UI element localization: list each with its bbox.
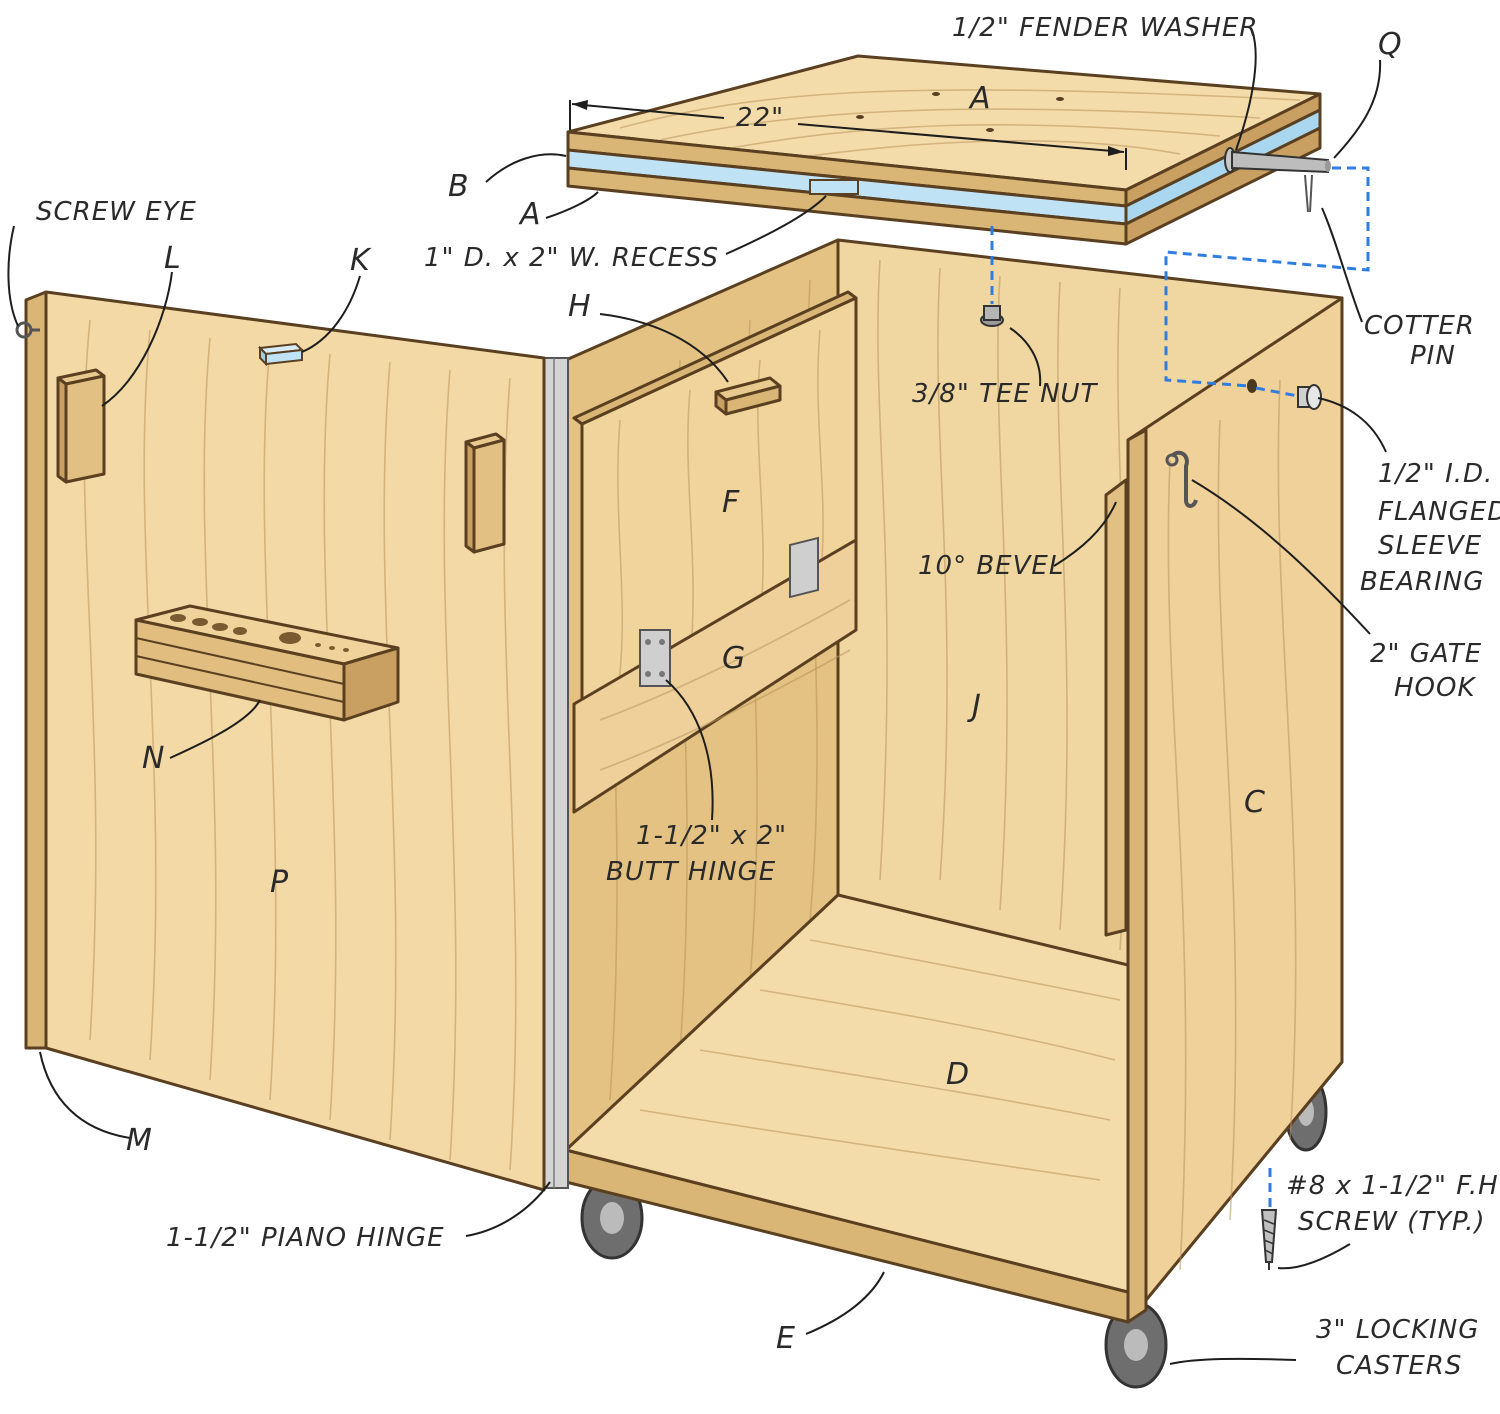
label-g: G: [722, 641, 746, 676]
label-bevel: 10° BEVEL: [918, 551, 1064, 581]
label-screw-eye: SCREW EYE: [36, 197, 197, 227]
label-e: E: [776, 1321, 796, 1356]
pivot-pin-q-icon: [1224, 147, 1331, 174]
flanged-bearing-icon: [1247, 379, 1322, 410]
gate-hook-icon: [1165, 450, 1198, 508]
label-cotter-pin-1: COTTER: [1364, 311, 1475, 341]
label-k: K: [350, 243, 372, 278]
label-d: D: [946, 1057, 970, 1092]
block-l: [56, 368, 106, 484]
label-dim-22: 22": [736, 103, 784, 133]
caster-front-right: [1104, 1301, 1168, 1389]
label-bearing-4: BEARING: [1360, 567, 1484, 597]
screw-eye-icon: [15, 321, 40, 339]
dimension-22: [569, 100, 1127, 170]
stop-block-h: [714, 376, 782, 416]
label-recess: 1" D. x 2" W. RECESS: [424, 243, 719, 273]
label-q: Q: [1378, 27, 1403, 62]
fold-panel-g: [572, 538, 858, 814]
tee-nut-icon: [980, 305, 1004, 327]
label-casters-1: 3" LOCKING: [1316, 1315, 1479, 1345]
label-tee-nut: 3/8" TEE NUT: [912, 379, 1099, 409]
label-bearing-2: FLANGED: [1378, 497, 1500, 527]
label-fh-screw-2: SCREW (TYP.): [1298, 1207, 1486, 1237]
alignment-lines: [990, 166, 1370, 1208]
door-edge-m: [24, 290, 48, 1050]
tool-holder-n: [134, 604, 400, 722]
label-butt-hinge-1: 1-1/2" x 2": [636, 821, 787, 851]
label-gate-hook-2: HOOK: [1394, 673, 1476, 703]
label-l: L: [164, 241, 182, 276]
label-a-top: A: [968, 81, 992, 116]
block-l-right: [464, 432, 506, 554]
butt-hinge-lower-icon: [639, 629, 671, 687]
label-butt-hinge-2: BUTT HINGE: [606, 857, 776, 887]
label-m: M: [126, 1123, 153, 1158]
label-casters-2: CASTERS: [1336, 1351, 1462, 1381]
label-p: P: [270, 865, 289, 900]
label-bearing-3: SLEEVE: [1378, 531, 1482, 561]
butt-hinge-upper-icon: [789, 536, 819, 599]
label-n: N: [142, 741, 165, 776]
block-k: [257, 342, 305, 367]
label-cotter-pin-2: PIN: [1410, 341, 1456, 371]
label-f: F: [722, 485, 740, 520]
fh-screw-icon: [1260, 1209, 1278, 1270]
label-b: B: [448, 169, 470, 204]
cotter-pin-icon: [1304, 174, 1313, 213]
label-fender-washer: 1/2" FENDER WASHER: [952, 13, 1258, 43]
door-panel-p: [44, 290, 546, 1192]
label-piano-hinge: 1-1/2" PIANO HINGE: [166, 1223, 445, 1253]
label-fh-screw-1: #8 x 1-1/2" F.H.: [1286, 1171, 1500, 1201]
side-panel-c: [1104, 296, 1344, 1324]
label-c: C: [1244, 785, 1266, 820]
top-panel-assembly: [566, 54, 1322, 246]
label-gate-hook-1: 2" GATE: [1370, 639, 1482, 669]
label-bearing-1: 1/2" I.D.: [1378, 459, 1493, 489]
leader-lines: [7, 29, 1387, 1365]
label-h: H: [568, 289, 592, 324]
label-a-bottom: A: [518, 197, 542, 232]
